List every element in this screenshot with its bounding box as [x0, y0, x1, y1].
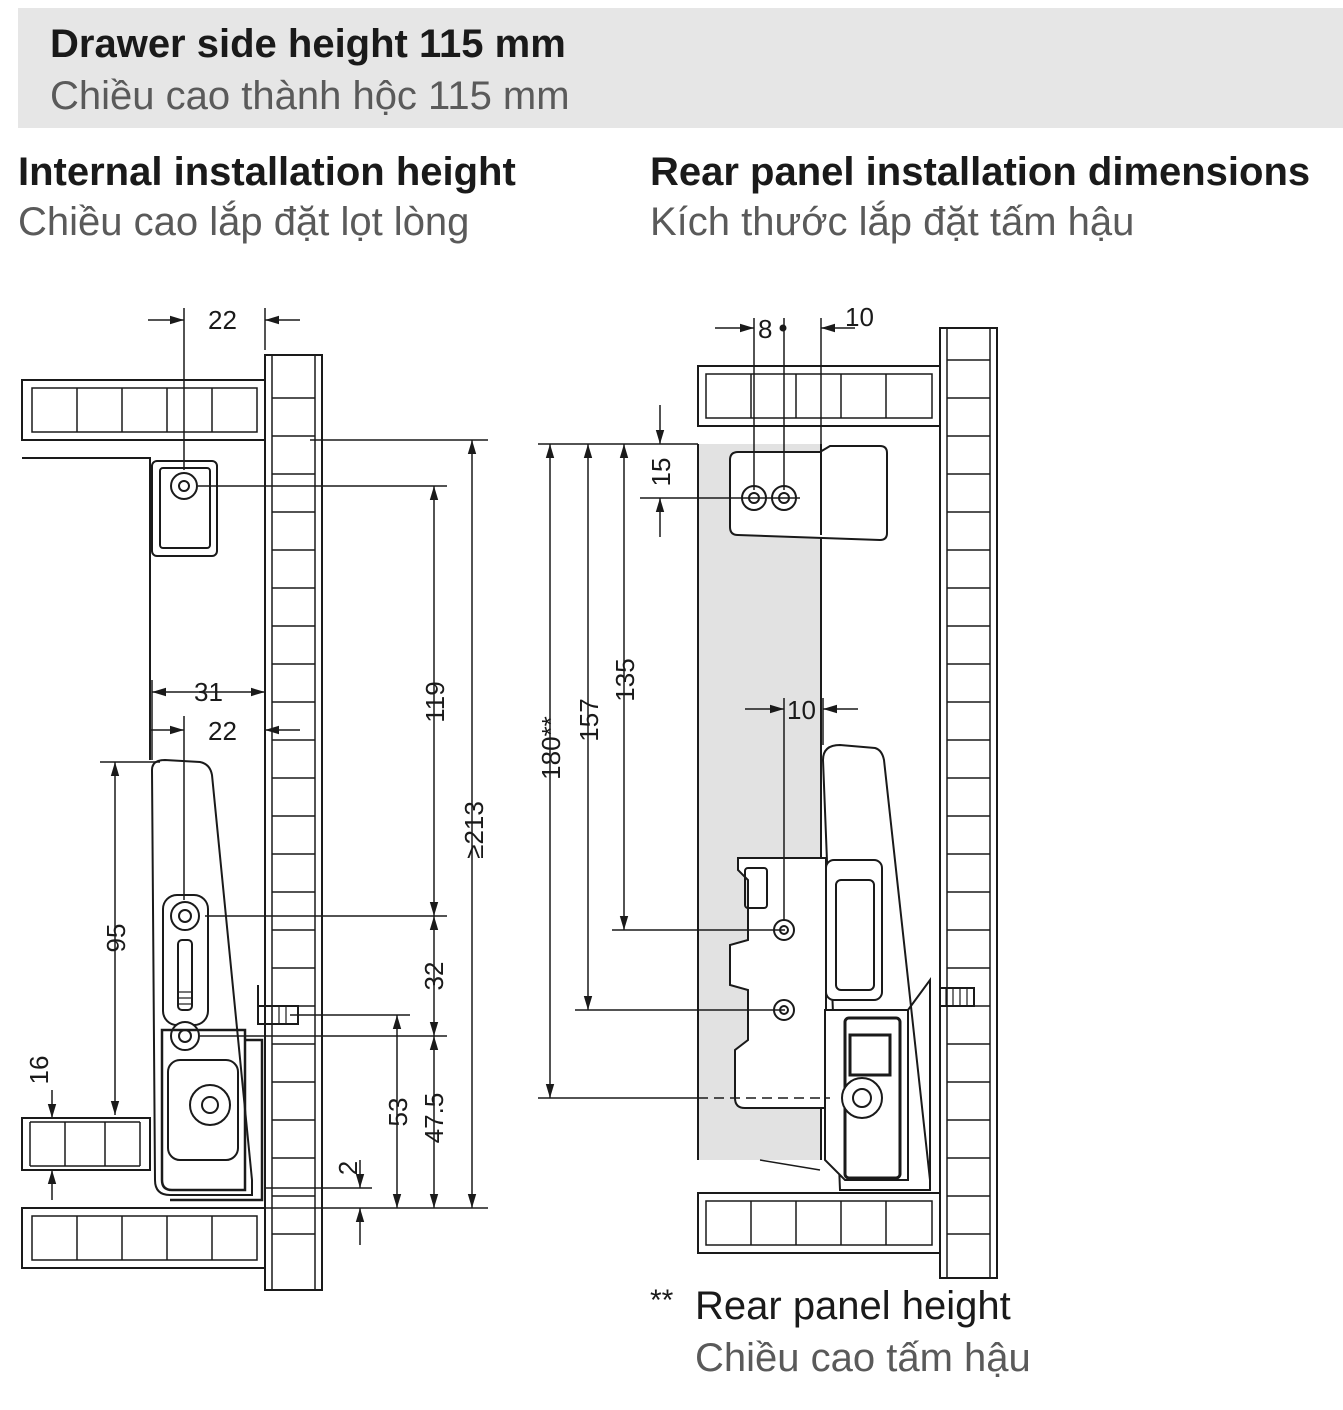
dim-135: 135 — [610, 658, 640, 701]
left-top-bracket — [151, 460, 218, 557]
dim-22-mid: 22 — [208, 716, 237, 746]
dim-8: 8 — [758, 314, 772, 344]
dim-53: 53 — [383, 1098, 413, 1127]
dim-95: 95 — [101, 924, 131, 953]
dim-10-mid: 10 — [787, 695, 816, 725]
left-cabinet-structure — [21, 354, 323, 1291]
dim-16: 16 — [24, 1056, 54, 1085]
dim-2: 2 — [333, 1161, 363, 1175]
dim-47-5: 47.5 — [419, 1093, 449, 1144]
dim-31: 31 — [194, 677, 223, 707]
dim-22-top: 22 — [208, 305, 237, 335]
left-section-title-vi: Chiều cao lắp đặt lọt lòng — [18, 200, 470, 244]
footnote-marker: ** — [650, 1284, 674, 1317]
dim-213: ≥213 — [459, 801, 489, 859]
left-runner-assembly — [150, 758, 299, 1202]
footnote-text-en: Rear panel height — [695, 1284, 1011, 1328]
header-title-vi: Chiều cao thành hộc 115 mm — [50, 74, 570, 118]
dim-15: 15 — [646, 458, 676, 487]
left-dimension-lines — [47, 308, 488, 1245]
left-section-title-en: Internal installation height — [18, 150, 516, 194]
dim-119: 119 — [420, 681, 450, 722]
dim-180: 180** — [536, 716, 566, 780]
right-section-title-en: Rear panel installation dimensions — [650, 150, 1311, 194]
header-title-en: Drawer side height 115 mm — [50, 22, 566, 66]
dim-157: 157 — [574, 698, 604, 741]
right-section-title-vi: Kích thước lắp đặt tấm hậu — [650, 200, 1135, 244]
right-dimension-lines — [538, 318, 858, 1099]
dim-10-top: 10 — [845, 302, 874, 332]
right-runner-assembly — [729, 743, 975, 1191]
dim-32: 32 — [419, 962, 449, 991]
header-banner: Drawer side height 115 mm Chiều cao thàn… — [18, 8, 1343, 128]
footnote-text-vi: Chiều cao tấm hậu — [695, 1336, 1031, 1380]
dimension-dot — [779, 324, 787, 332]
